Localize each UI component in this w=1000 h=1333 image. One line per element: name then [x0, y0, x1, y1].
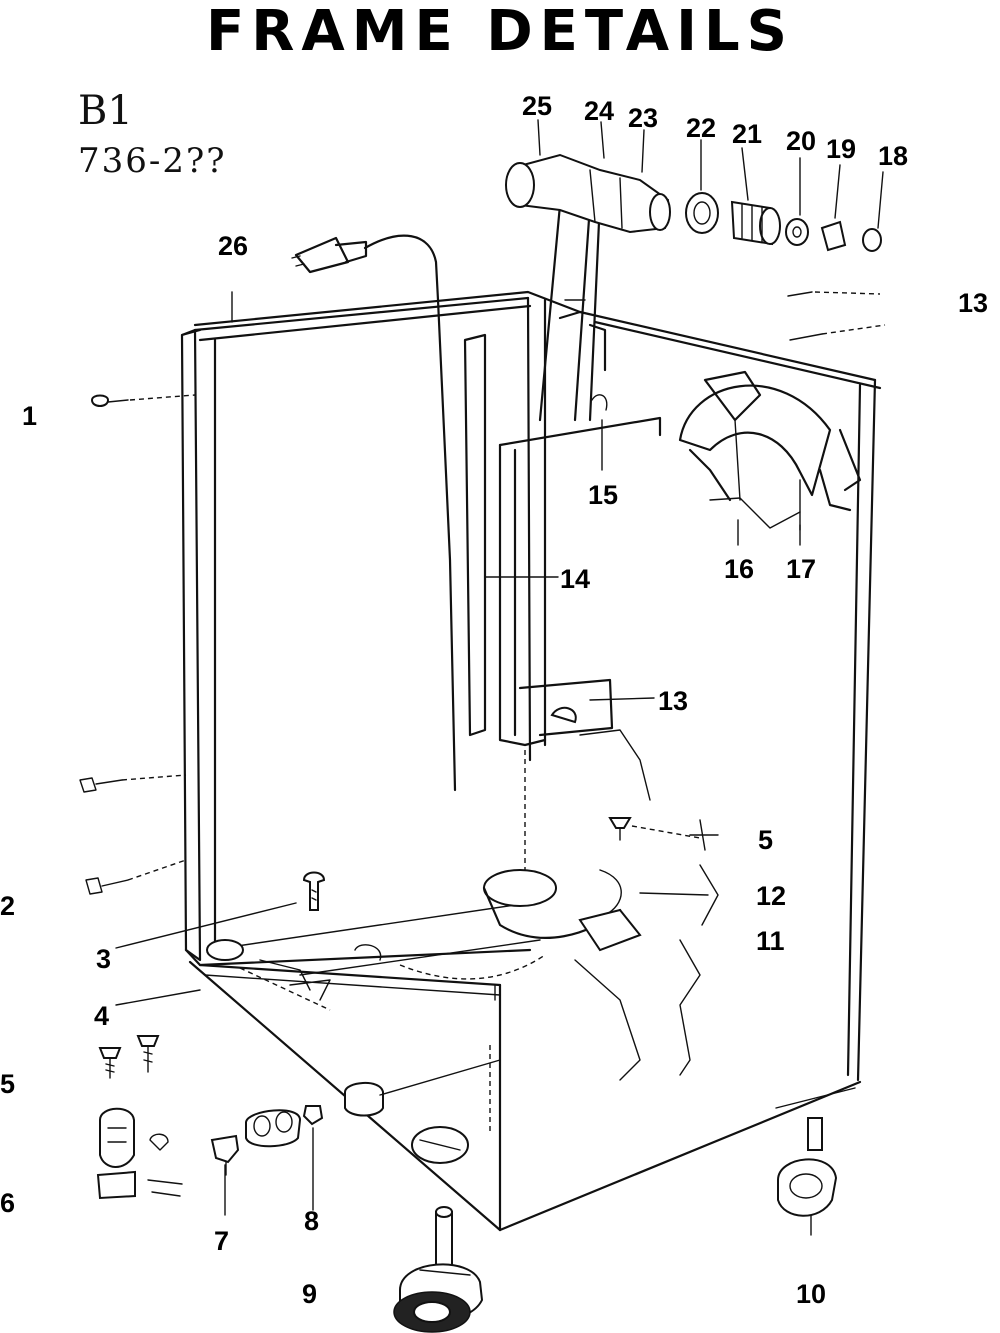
motor-mount: [354, 678, 719, 1081]
label-7: 7: [214, 1226, 229, 1256]
diagram-title: FRAME DETAILS: [206, 0, 794, 64]
caster-wheel-9: [393, 1206, 484, 1333]
label-12: 12: [756, 881, 786, 911]
label-23: 23: [628, 103, 658, 133]
hose-assembly: [538, 198, 602, 422]
label-1: 1: [22, 401, 37, 431]
label-4: 4: [94, 1001, 109, 1031]
label-15: 15: [588, 480, 618, 510]
label-18: 18: [878, 141, 908, 171]
label-21: 21: [732, 119, 762, 149]
label-5-lower: 5: [0, 1069, 15, 1099]
label-11: 11: [756, 926, 785, 956]
leader-lines: [115, 119, 884, 1236]
base-details: [206, 871, 501, 1164]
label-24: 24: [584, 96, 614, 126]
handwritten-note: B1 736-2??: [78, 86, 226, 186]
label-22: 22: [686, 113, 716, 143]
handwritten-note-line1: B1: [78, 88, 133, 134]
bracket-15: [588, 323, 608, 411]
caster-wheel-10: [777, 1117, 838, 1217]
label-10: 10: [796, 1279, 826, 1309]
hardware-lower-left: [96, 1035, 324, 1200]
screw-1: [90, 394, 196, 407]
label-9: 9: [302, 1279, 317, 1309]
label-13-top: 13: [958, 288, 988, 318]
label-13-mid: 13: [658, 686, 688, 716]
label-16: 16: [724, 554, 754, 584]
top-right-screws: [787, 291, 886, 341]
power-cord: [291, 234, 457, 792]
label-20: 20: [786, 126, 816, 156]
label-25: 25: [522, 91, 552, 121]
pump-housing: [678, 370, 862, 531]
cabinet-frame: [180, 290, 882, 1232]
screw-mid-left: [79, 774, 187, 793]
label-26: 26: [218, 231, 248, 261]
label-19: 19: [826, 134, 856, 164]
part-number-labels: 1 2 3 4 5 5 6 7 8 9 10 11 12 13 13 14 15…: [0, 91, 988, 1309]
valve-assembly: [505, 153, 882, 252]
label-14: 14: [560, 564, 590, 594]
label-3: 3: [96, 944, 111, 974]
label-8: 8: [304, 1206, 319, 1236]
handwritten-note-line2: 736-2??: [78, 141, 227, 181]
screw-2: [85, 859, 187, 895]
label-17: 17: [786, 554, 816, 584]
label-5-right: 5: [758, 825, 773, 855]
label-2: 2: [0, 891, 15, 921]
label-6: 6: [0, 1188, 15, 1218]
